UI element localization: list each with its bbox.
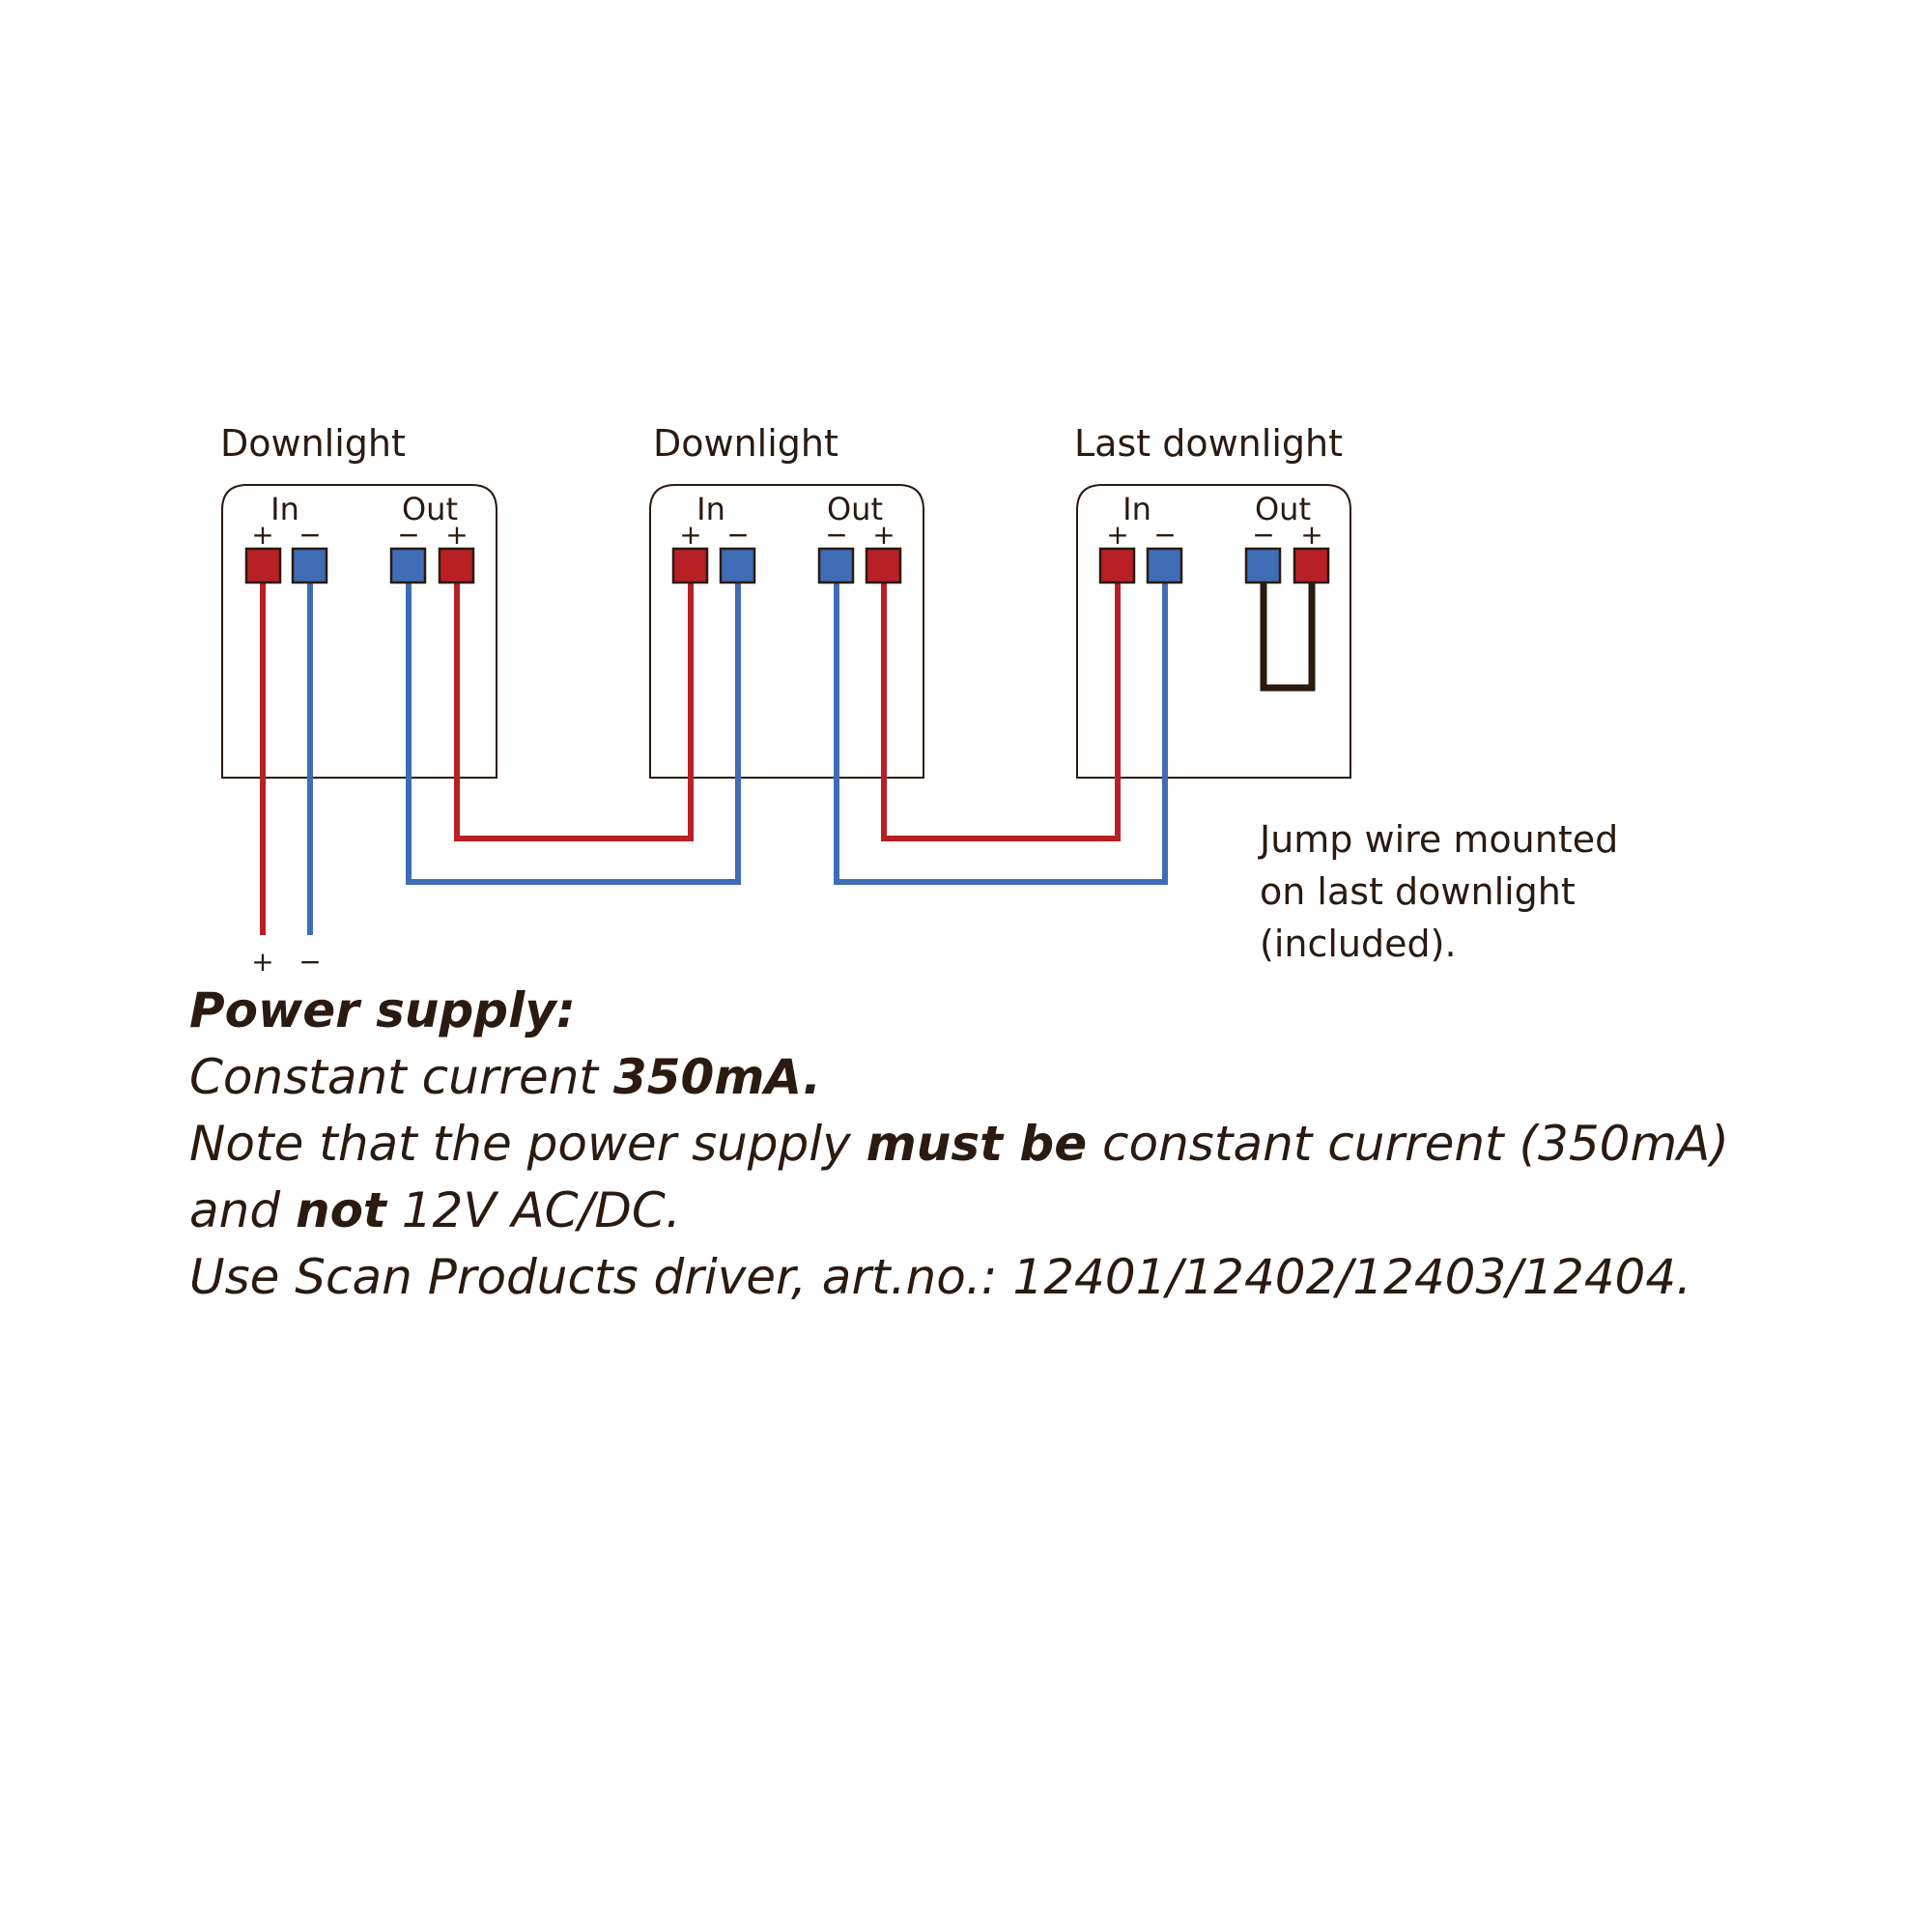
- positive-link-wire-1-2: [454, 566, 694, 841]
- unit-3-in-plus-sign: +: [1106, 519, 1128, 551]
- jump-note-line-2: on last downlight: [1260, 870, 1576, 913]
- unit-3-out-negative-terminal: [1244, 547, 1282, 584]
- unit-1-out-label: Out: [402, 491, 458, 527]
- wiring-diagram: Downlight In Out + − − + Downlight In Ou…: [220, 422, 1618, 976]
- unit-2-in-plus-sign: +: [679, 519, 701, 551]
- unit-2-title: Downlight: [653, 422, 838, 465]
- unit-3-out-minus-sign: −: [1252, 519, 1274, 551]
- unit-2-out-negative-terminal: [817, 547, 855, 584]
- supply-plus-sign: +: [251, 946, 273, 976]
- unit-1-in-minus-sign: −: [298, 519, 321, 551]
- unit-1-in-negative-terminal: [291, 547, 328, 584]
- unit-1-in-plus-sign: +: [251, 519, 273, 551]
- unit-3-out-label: Out: [1255, 491, 1311, 527]
- unit-2-in-minus-sign: −: [726, 519, 749, 551]
- unit-1-housing: [221, 484, 497, 779]
- unit-2-out-label: Out: [827, 491, 883, 527]
- positive-link-wire-2-3: [881, 566, 1121, 841]
- downlight-unit-3: Last downlight In Out + − − +: [1074, 422, 1351, 779]
- unit-3-in-positive-terminal: [1098, 547, 1136, 584]
- unit-2-out-plus-sign: +: [872, 519, 895, 551]
- jump-wire: [1260, 566, 1316, 692]
- spec-line-current: Constant current 350mA.: [189, 1049, 822, 1105]
- unit-2-in-label: In: [696, 491, 725, 527]
- unit-1-out-negative-terminal: [389, 547, 427, 584]
- unit-3-in-negative-terminal: [1146, 547, 1183, 584]
- supply-minus-sign: −: [298, 946, 321, 976]
- unit-3-in-minus-sign: −: [1153, 519, 1176, 551]
- unit-3-housing: [1076, 484, 1351, 779]
- spec-line-not-12v: and not 12V AC/DC.: [189, 1182, 681, 1238]
- unit-1-in-positive-terminal: [244, 547, 282, 584]
- downlight-unit-2: Downlight In Out + − − +: [649, 422, 924, 779]
- jump-note-line-1: Jump wire mounted: [1258, 818, 1618, 861]
- unit-3-out-plus-sign: +: [1300, 519, 1322, 551]
- unit-2-in-negative-terminal: [719, 547, 756, 584]
- unit-1-title: Downlight: [220, 422, 406, 465]
- unit-2-housing: [649, 484, 924, 779]
- spec-line-note: Note that the power supply must be const…: [189, 1116, 1729, 1172]
- spec-line-driver: Use Scan Products driver, art.no.: 12401…: [189, 1249, 1692, 1305]
- unit-3-out-positive-terminal: [1293, 547, 1330, 584]
- unit-2-out-positive-terminal: [865, 547, 902, 584]
- unit-3-in-label: In: [1122, 491, 1151, 527]
- unit-2-out-minus-sign: −: [825, 519, 847, 551]
- negative-link-wire-1-2: [406, 566, 741, 885]
- power-supply-spec: Power supply: Constant current 350mA. No…: [189, 978, 1909, 1311]
- unit-2-in-positive-terminal: [671, 547, 709, 584]
- downlight-unit-1: Downlight In Out + − − +: [220, 422, 497, 779]
- unit-3-title: Last downlight: [1074, 422, 1343, 465]
- jump-wire-note: Jump wire mounted on last downlight (inc…: [1258, 818, 1618, 965]
- unit-1-in-label: In: [270, 491, 299, 527]
- unit-1-out-minus-sign: −: [397, 519, 419, 551]
- negative-link-wire-2-3: [834, 566, 1168, 885]
- jump-note-line-3: (included).: [1260, 923, 1457, 965]
- unit-1-out-plus-sign: +: [445, 519, 468, 551]
- power-supply-heading: Power supply:: [189, 982, 576, 1038]
- unit-1-out-positive-terminal: [438, 547, 475, 584]
